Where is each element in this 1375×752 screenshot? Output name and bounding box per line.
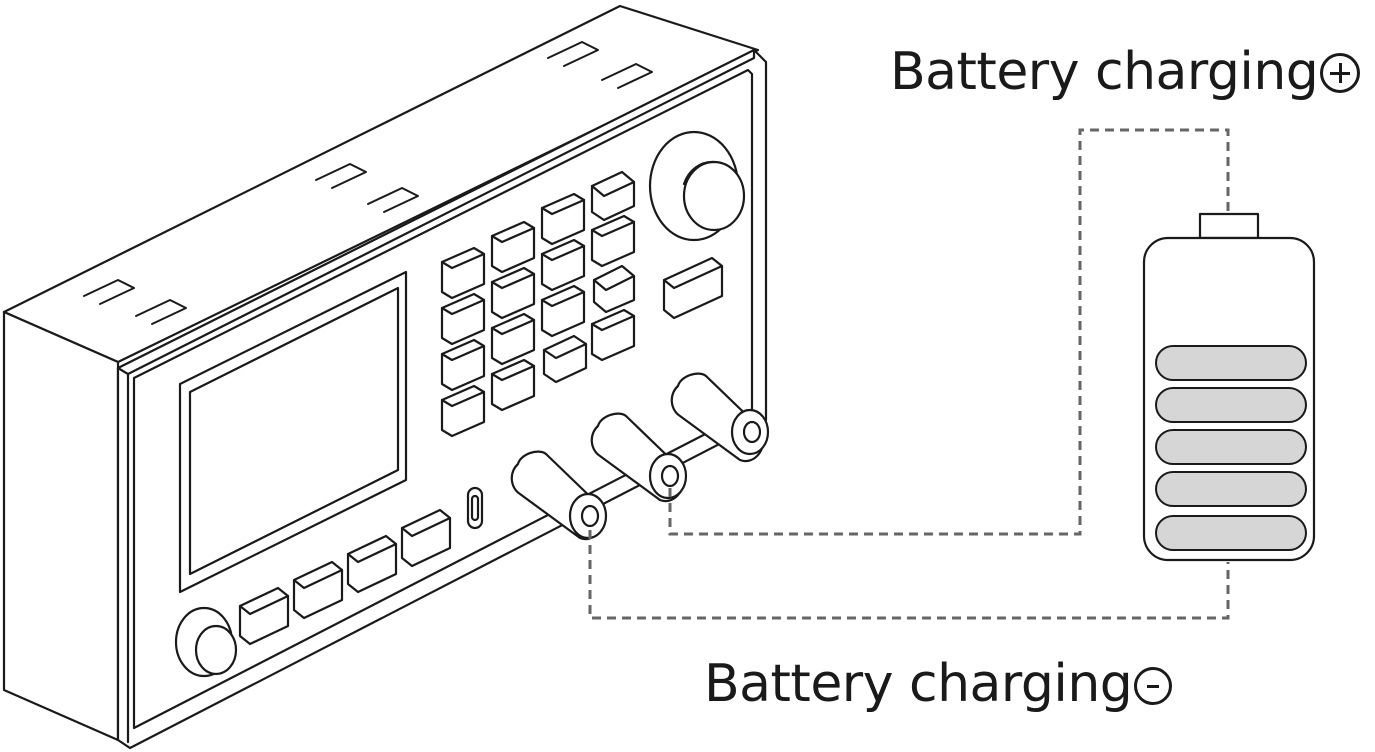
keypad-button[interactable] <box>540 284 586 338</box>
unit-left-face <box>2 310 120 742</box>
keypad-button[interactable] <box>440 246 486 300</box>
battery-cell <box>1155 515 1307 551</box>
display-screen <box>178 270 408 594</box>
keypad-button[interactable] <box>592 264 636 314</box>
secondary-rotary-knob[interactable] <box>174 606 238 678</box>
keypad-button[interactable] <box>490 358 536 412</box>
keypad-button[interactable] <box>490 312 536 366</box>
battery-cell <box>1155 471 1307 507</box>
keypad <box>440 170 636 438</box>
power-supply-unit <box>2 4 770 750</box>
battery-cells <box>1155 345 1307 551</box>
wire-positive <box>668 128 1230 536</box>
keypad-button[interactable] <box>440 338 486 392</box>
soft-keys <box>238 508 452 646</box>
keypad-button[interactable] <box>540 192 586 246</box>
label-battery-negative: Battery charging <box>704 658 1173 710</box>
terminal-negative[interactable] <box>510 450 608 541</box>
soft-key[interactable] <box>346 534 398 594</box>
battery-cell <box>1155 345 1307 381</box>
plus-circle-icon <box>1320 53 1361 93</box>
connection-wires <box>588 128 1230 620</box>
keypad-button[interactable] <box>590 308 636 362</box>
soft-key[interactable] <box>400 508 452 568</box>
keypad-button[interactable] <box>440 292 486 346</box>
battery-cell <box>1155 387 1307 423</box>
soft-key[interactable] <box>238 586 290 646</box>
keypad-button[interactable] <box>440 384 486 438</box>
label-battery-positive: Battery charging <box>890 46 1361 98</box>
label-text: Battery charging <box>704 654 1133 714</box>
keypad-button[interactable] <box>540 238 586 292</box>
label-text: Battery charging <box>890 42 1319 102</box>
keypad-button[interactable] <box>590 170 636 222</box>
main-rotary-knob[interactable] <box>648 130 746 242</box>
keypad-button[interactable] <box>490 266 536 320</box>
keypad-button[interactable] <box>542 334 588 384</box>
terminal-positive[interactable] <box>590 412 688 503</box>
top-vents <box>83 41 653 325</box>
terminal-ground[interactable] <box>670 372 770 463</box>
soft-key[interactable] <box>292 560 344 620</box>
usb-port <box>466 486 484 530</box>
output-terminals <box>510 372 770 541</box>
keypad-button[interactable] <box>490 220 536 274</box>
output-button[interactable] <box>662 256 724 320</box>
wire-negative <box>588 530 1230 620</box>
battery-terminal <box>1198 212 1260 240</box>
keypad-button[interactable] <box>590 214 636 268</box>
battery-cell <box>1155 429 1307 465</box>
battery <box>1142 212 1316 562</box>
minus-circle-icon <box>1134 667 1173 705</box>
